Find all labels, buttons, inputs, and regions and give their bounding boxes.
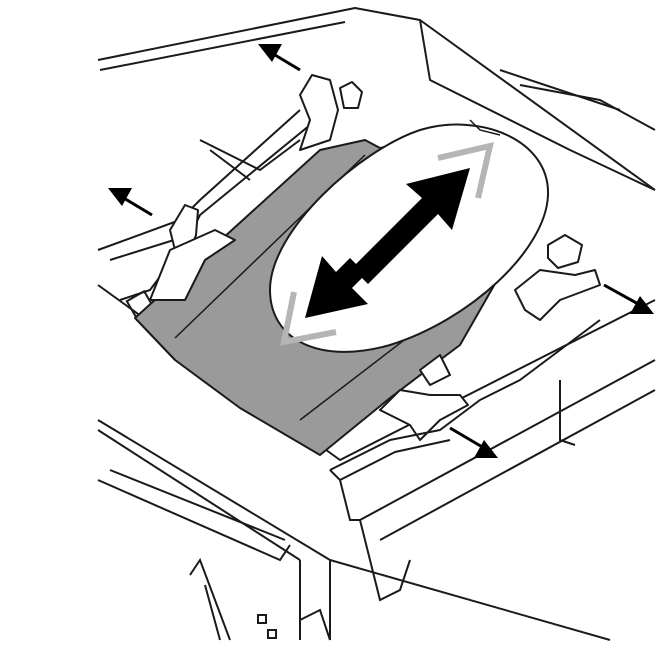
double-arrow-slide-icon (305, 168, 470, 318)
bottom-wall (189, 380, 576, 641)
guide-arrows (108, 44, 654, 458)
arrow-left-top-icon (258, 44, 301, 72)
ghost-arrowheads (280, 141, 495, 346)
arrow-left-bottom-icon (108, 188, 153, 217)
left-guide (149, 74, 363, 301)
arrow-right-bottom-icon (449, 426, 498, 458)
arrow-right-top-icon (603, 283, 654, 314)
right-guide (329, 234, 601, 481)
